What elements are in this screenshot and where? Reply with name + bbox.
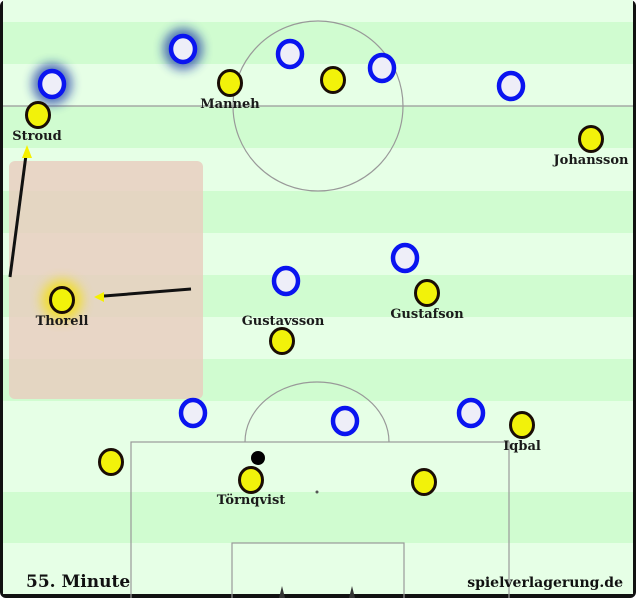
opponent-marker xyxy=(37,68,67,100)
player-marker xyxy=(25,101,51,129)
player-name: Iqbal xyxy=(503,439,541,454)
player-name: Stroud xyxy=(12,129,61,144)
player-marker xyxy=(411,468,437,496)
opponent-marker xyxy=(168,33,198,65)
minute-label: 55. Minute xyxy=(26,572,130,592)
player-marker xyxy=(509,411,535,439)
opponent-marker xyxy=(496,70,526,102)
opponent-marker xyxy=(367,52,397,84)
player-marker xyxy=(98,448,124,476)
opponent-marker xyxy=(275,38,305,70)
player-name: Manneh xyxy=(200,97,260,112)
opponent-marker xyxy=(456,397,486,429)
player-marker xyxy=(217,69,243,97)
player-marker xyxy=(238,466,264,494)
opponent-marker xyxy=(390,242,420,274)
highlight-zone xyxy=(9,161,203,399)
opponent-marker xyxy=(330,405,360,437)
player-name: Johansson xyxy=(553,153,629,168)
player-marker xyxy=(269,327,295,355)
player-name: Törnqvist xyxy=(217,493,286,508)
player-marker xyxy=(320,66,346,94)
player-name: Gustafson xyxy=(390,307,464,322)
opponent-marker xyxy=(178,397,208,429)
player-marker xyxy=(414,279,440,307)
player-name: Thorell xyxy=(36,314,89,329)
ball xyxy=(251,451,265,465)
player-marker xyxy=(49,286,75,314)
opponent-marker xyxy=(271,265,301,297)
pitch-lines xyxy=(3,20,633,598)
watermark: spielverlagerung.de xyxy=(467,575,623,591)
movement-arrows xyxy=(8,145,192,302)
player-marker xyxy=(578,125,604,153)
player-name: Gustavsson xyxy=(242,314,325,329)
